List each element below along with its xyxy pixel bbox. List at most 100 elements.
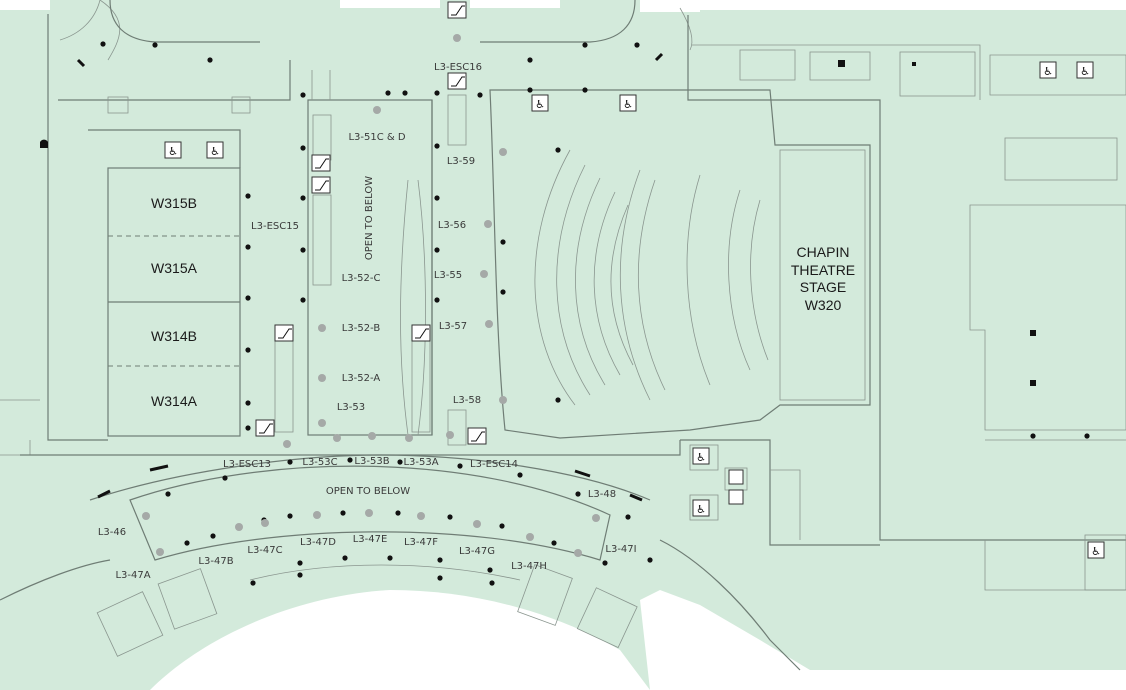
label-l353a: L3-53A — [403, 457, 438, 468]
escalator-icon[interactable] — [274, 324, 294, 342]
location-marker[interactable] — [313, 511, 321, 519]
escalator-icon[interactable] — [447, 72, 467, 90]
column-marker — [487, 567, 493, 573]
location-marker[interactable] — [574, 549, 582, 557]
restroom-icon[interactable]: ♿ — [206, 141, 224, 159]
column-marker — [1030, 433, 1036, 439]
column-marker — [300, 145, 306, 151]
label-l352a: L3-52-A — [342, 373, 381, 384]
column-marker — [437, 557, 443, 563]
escalator-icon[interactable] — [411, 324, 431, 342]
column-marker — [250, 580, 256, 586]
label-l347d: L3-47D — [300, 537, 336, 548]
restroom-icon[interactable]: ♿ — [531, 94, 549, 112]
escalator-icon[interactable] — [467, 427, 487, 445]
theatre-label-line: W320 — [805, 297, 842, 313]
location-marker[interactable] — [453, 34, 461, 42]
restroom-icon[interactable]: ♿ — [164, 141, 182, 159]
label-l347a: L3-47A — [115, 570, 150, 581]
column-marker — [184, 540, 190, 546]
column-marker — [402, 90, 408, 96]
escalator-icon[interactable] — [311, 176, 331, 194]
room-w315b: W315B — [151, 195, 197, 211]
elevator-icon[interactable] — [838, 60, 845, 67]
location-marker[interactable] — [235, 523, 243, 531]
label-l359: L3-59 — [447, 156, 475, 167]
restroom-icon[interactable]: ♿ — [692, 447, 710, 465]
room-w314b: W314B — [151, 328, 197, 344]
svg-text:♿: ♿ — [168, 146, 178, 158]
restroom-icon[interactable]: ♿ — [692, 499, 710, 517]
location-marker[interactable] — [318, 374, 326, 382]
column-marker — [457, 463, 463, 469]
column-marker — [434, 297, 440, 303]
location-marker[interactable] — [592, 514, 600, 522]
elevator-icon[interactable] — [912, 62, 916, 66]
location-marker[interactable] — [318, 324, 326, 332]
svg-text:♿: ♿ — [623, 99, 633, 111]
restroom-icon[interactable]: ♿ — [619, 94, 637, 112]
location-labels: L3-ESC16 L3-51C & D L3-59 L3-ESC15 L3-56… — [98, 62, 637, 581]
column-marker — [434, 90, 440, 96]
restroom-icon[interactable] — [728, 469, 744, 485]
location-marker[interactable] — [484, 220, 492, 228]
location-marker[interactable] — [473, 520, 481, 528]
escalator-icon[interactable] — [447, 1, 467, 19]
theatre-label-line: CHAPIN — [797, 244, 850, 260]
column-marker — [245, 244, 251, 250]
location-marker[interactable] — [417, 512, 425, 520]
location-marker[interactable] — [499, 148, 507, 156]
restroom-icon[interactable]: ♿ — [1039, 61, 1057, 79]
location-marker[interactable] — [368, 432, 376, 440]
label-esc14: L3-ESC14 — [470, 459, 518, 470]
location-marker[interactable] — [499, 396, 507, 404]
escalator-icon[interactable] — [255, 419, 275, 437]
column-marker — [575, 491, 581, 497]
elevator-icon[interactable] — [1030, 380, 1036, 386]
escalator-icon[interactable] — [311, 154, 331, 172]
column-marker — [517, 472, 523, 478]
label-l347f: L3-47F — [404, 537, 438, 548]
label-l358: L3-58 — [453, 395, 481, 406]
location-marker[interactable] — [318, 419, 326, 427]
column-marker — [245, 193, 251, 199]
svg-text:♿: ♿ — [1091, 546, 1101, 558]
column-marker — [582, 42, 588, 48]
walls — [0, 0, 1126, 591]
location-marker[interactable] — [261, 519, 269, 527]
location-marker[interactable] — [142, 512, 150, 520]
column-marker — [245, 425, 251, 431]
restroom-icon[interactable]: ♿ — [1087, 541, 1105, 559]
location-marker[interactable] — [526, 533, 534, 541]
column-marker — [340, 510, 346, 516]
column-marker — [1084, 433, 1090, 439]
location-marker[interactable] — [485, 320, 493, 328]
location-marker[interactable] — [365, 509, 373, 517]
column-marker — [477, 92, 483, 98]
columns-layer — [100, 41, 1090, 586]
location-marker[interactable] — [446, 431, 454, 439]
restroom-icon[interactable]: ♿ — [1076, 61, 1094, 79]
column-marker — [499, 523, 505, 529]
label-l351cd: L3-51C & D — [348, 132, 405, 143]
open-to-below-horizontal: OPEN TO BELOW — [326, 486, 410, 497]
location-marker[interactable] — [283, 440, 291, 448]
column-marker — [582, 87, 588, 93]
location-marker[interactable] — [480, 270, 488, 278]
room-w314a: W314A — [151, 393, 198, 409]
location-marker[interactable] — [156, 548, 164, 556]
restroom-icon[interactable] — [728, 489, 744, 505]
location-marker[interactable] — [373, 106, 381, 114]
location-marker[interactable] — [333, 434, 341, 442]
column-marker — [434, 195, 440, 201]
column-marker — [385, 90, 391, 96]
elevator-icon[interactable] — [1030, 330, 1036, 336]
column-marker — [634, 42, 640, 48]
column-marker — [165, 491, 171, 497]
column-marker — [297, 572, 303, 578]
location-marker[interactable] — [405, 434, 413, 442]
label-l355: L3-55 — [434, 270, 462, 281]
svg-text:♿: ♿ — [535, 99, 545, 111]
